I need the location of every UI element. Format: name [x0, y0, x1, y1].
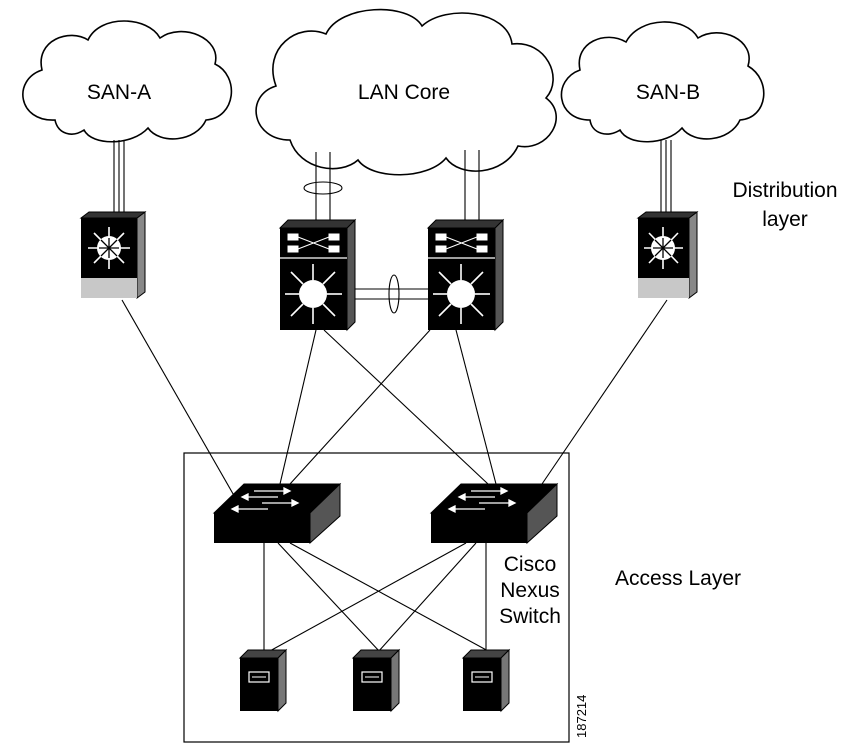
- uplink-san-a: [113, 140, 125, 218]
- nexus-label-line3: Switch: [499, 605, 561, 628]
- server-drive-icon: [471, 671, 493, 683]
- server-middle: [351, 648, 401, 713]
- nexus-switch-left: [212, 482, 342, 545]
- nexus-switch-right: [429, 482, 559, 545]
- nexus-label-line2: Nexus: [500, 579, 560, 602]
- core-switch-left: [278, 218, 357, 332]
- access-layer-box: [183, 452, 570, 743]
- distribution-layer-label-line1: Distribution: [732, 179, 837, 202]
- port-channel-ring: [303, 181, 343, 195]
- inter-switch-link: [354, 274, 428, 314]
- uplink-lan-core-left: [303, 152, 343, 222]
- nexus-label-line1: Cisco: [504, 553, 557, 576]
- switch-arrows-icon: [447, 486, 517, 514]
- uplink-lan-core-right: [464, 150, 480, 222]
- supervisor-module-icon: [287, 233, 340, 253]
- access-server-links: [263, 542, 491, 653]
- port-channel-ring: [388, 274, 400, 314]
- cloud-san-a: SAN-A: [22, 20, 233, 143]
- layer3-switch-icon: [285, 264, 342, 324]
- cloud-label-san-a: SAN-A: [87, 81, 151, 104]
- distribution-layer-label-line2: layer: [762, 208, 808, 231]
- cloud-san-b: SAN-B: [560, 21, 765, 143]
- cloud-label-san-b: SAN-B: [636, 81, 700, 104]
- mds-switch-san-a: [79, 211, 147, 299]
- core-switch-right: [426, 218, 505, 332]
- server-left: [238, 648, 288, 713]
- figure-id: 187214: [574, 695, 589, 738]
- server-drive-icon: [248, 671, 270, 683]
- mds-crossbar-icon: [88, 227, 130, 269]
- cloud-label-lan-core: LAN Core: [358, 81, 450, 104]
- mds-crossbar-icon: [644, 227, 683, 269]
- distribution-access-links: [121, 299, 668, 514]
- layer3-switch-icon: [433, 264, 490, 324]
- server-right: [461, 648, 511, 713]
- server-drive-icon: [361, 671, 383, 683]
- cloud-lan-core: LAN Core: [255, 8, 557, 176]
- switch-arrows-icon: [230, 486, 300, 514]
- access-layer-label: Access Layer: [615, 567, 741, 590]
- uplink-san-b: [660, 140, 672, 218]
- mds-switch-san-b: [636, 211, 699, 299]
- supervisor-module-icon: [435, 233, 488, 253]
